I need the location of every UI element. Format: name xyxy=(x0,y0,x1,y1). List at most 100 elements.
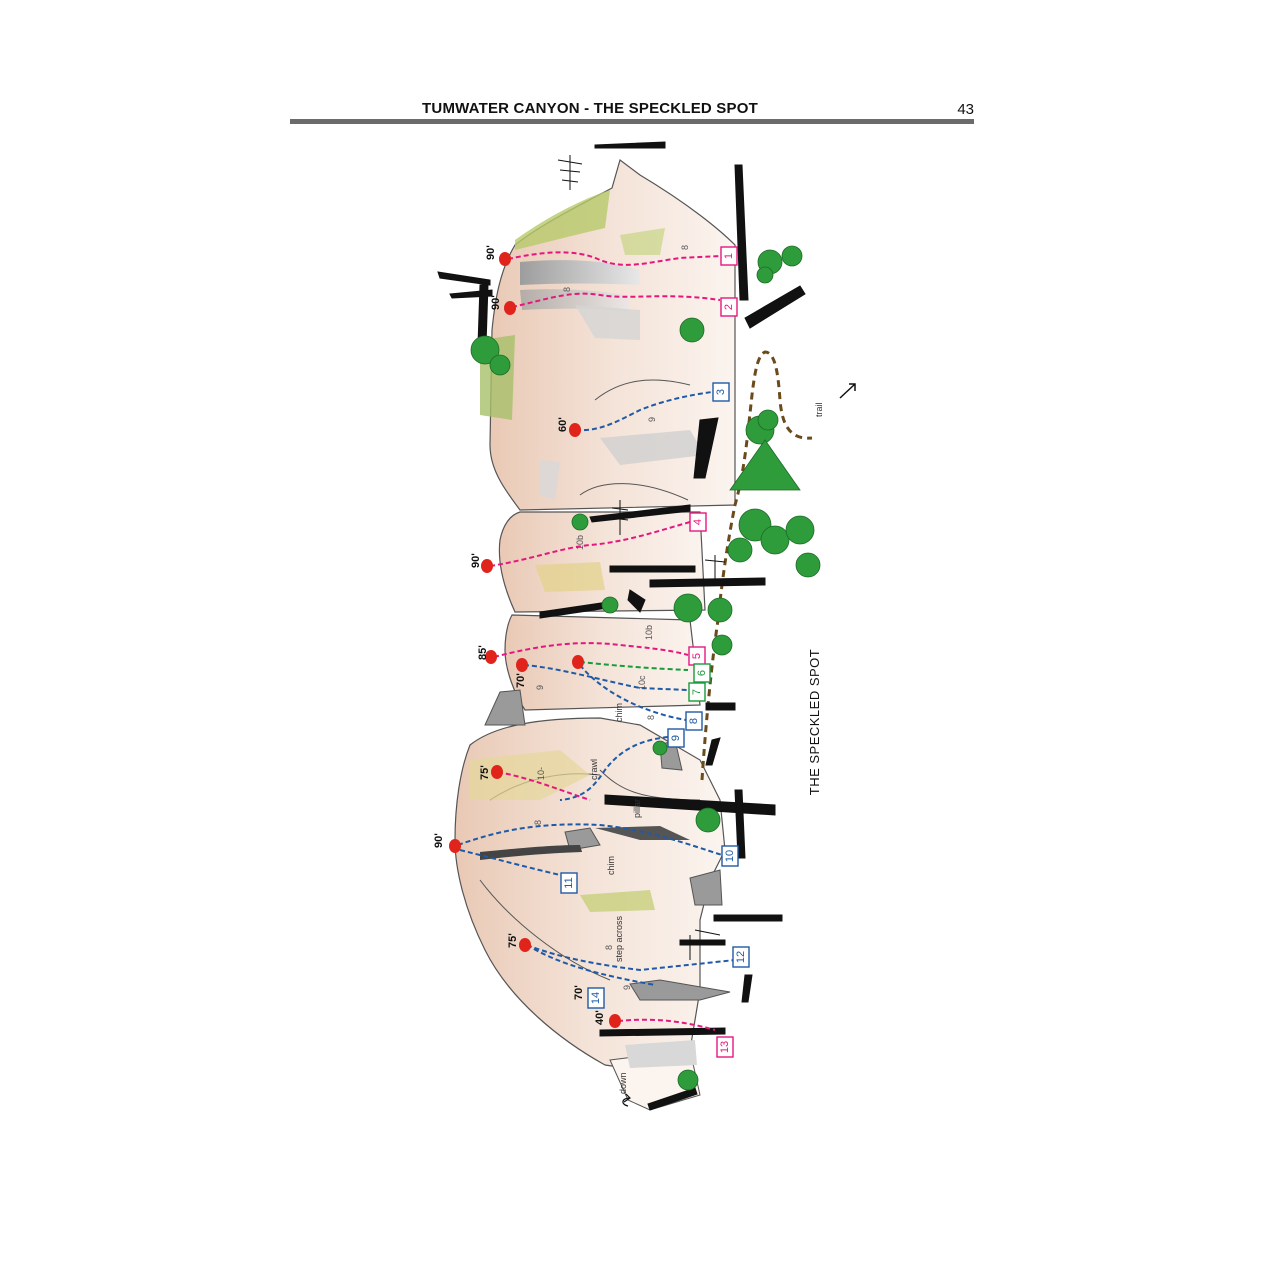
tree-icon xyxy=(677,1069,699,1091)
area-label: THE SPECKLED SPOT xyxy=(807,649,822,795)
tree-icon xyxy=(756,266,774,284)
route-height-13: 40' xyxy=(594,1010,606,1025)
route-badge-7: 7 xyxy=(688,682,706,702)
tree-icon xyxy=(795,552,821,578)
moss-patch xyxy=(620,228,665,255)
dead-tree-icon xyxy=(627,589,646,613)
anchor-icon xyxy=(485,650,497,664)
moss-patch xyxy=(580,890,655,912)
route-line-7 xyxy=(523,664,689,691)
tree-icon xyxy=(601,596,619,614)
route-badge-9: 9 xyxy=(667,728,685,748)
note-crawl: crawl xyxy=(589,759,599,780)
route-badge-13: 13 xyxy=(716,1036,734,1058)
route-badge-4: 4 xyxy=(689,512,707,532)
route-badge-8: 8 xyxy=(685,711,703,731)
tree-icon xyxy=(652,740,668,756)
route-line-12 xyxy=(526,944,736,972)
route-line-upper75 xyxy=(497,771,591,801)
tree-icon xyxy=(679,317,705,343)
anchor-icon xyxy=(516,658,528,672)
svg-text:7: 7 xyxy=(691,689,703,695)
anchor-icon xyxy=(499,252,511,266)
rock-streak xyxy=(520,260,640,285)
tree-icon xyxy=(695,807,721,833)
dead-tree-icon xyxy=(693,417,719,479)
route-line-1 xyxy=(507,251,721,266)
page-title: TUMWATER CANYON - THE SPECKLED SPOT xyxy=(422,100,758,117)
route-grade-12: 8 xyxy=(604,945,614,950)
svg-text:2: 2 xyxy=(723,304,735,310)
dead-tree-icon xyxy=(734,789,746,859)
tree-icon xyxy=(711,634,733,656)
tree-icon xyxy=(785,515,815,545)
route-height-4: 90' xyxy=(470,553,482,568)
route-grade-2: 8 xyxy=(562,287,572,292)
rock-buttress-pillar xyxy=(504,614,701,711)
route-badge-11: 11 xyxy=(560,872,578,894)
route-height-5: 85' xyxy=(477,645,489,660)
route-heights: 90' 90' 60' 90' 85' 70' 75' 90' 75' 70' … xyxy=(433,245,606,1025)
anchor-icon xyxy=(572,655,584,669)
route-line-8 xyxy=(579,664,687,721)
route-badge-6: 6 xyxy=(693,663,711,683)
tree-icon xyxy=(781,245,803,267)
route-line-11 xyxy=(459,849,561,876)
dead-tree-icon xyxy=(647,1087,698,1111)
tree-icon xyxy=(707,597,733,623)
boulder xyxy=(484,689,526,726)
dead-tree-icon xyxy=(599,1027,726,1037)
rock-streak xyxy=(600,430,705,465)
route-grade-1: 8 xyxy=(680,245,690,250)
moss-patch xyxy=(535,562,605,592)
route-grade-10: 8 xyxy=(638,833,648,838)
route-grade-3: 9 xyxy=(647,417,657,422)
dead-tree-icon xyxy=(734,164,749,301)
tree-icon xyxy=(673,593,703,623)
dead-conifer-icon xyxy=(704,555,726,580)
note-step-across: step across xyxy=(614,915,624,962)
note-pillar: pillar xyxy=(632,799,642,818)
dead-tree-icon xyxy=(437,271,491,286)
svg-text:3: 3 xyxy=(715,389,727,395)
roof-crack xyxy=(595,826,690,840)
dead-conifer-icon xyxy=(557,155,583,190)
tree-icon xyxy=(760,525,790,555)
rock-streak xyxy=(575,305,640,340)
rock-streak xyxy=(625,1040,697,1068)
anchor-icon xyxy=(491,765,503,779)
moss-patch xyxy=(515,190,610,250)
anchor-icon xyxy=(569,423,581,437)
crack-line xyxy=(479,879,611,981)
dead-conifer-icon xyxy=(611,500,629,535)
anchor-icon xyxy=(504,301,516,315)
moss-patch xyxy=(470,750,590,800)
svg-text:13: 13 xyxy=(719,1041,731,1053)
route-grades: 8 8 9 10b 10b 10c 9 8 10- 8 8 8 9 xyxy=(533,245,690,990)
svg-text:14: 14 xyxy=(590,992,602,1004)
dead-tree-icon xyxy=(713,914,783,922)
tree-icon xyxy=(757,409,779,431)
down-arrow-icon xyxy=(622,1093,631,1107)
route-number-boxes: 1 2 3 4 5 6 7 8 9 10 11 12 13 14 xyxy=(560,246,750,1058)
route-height-7: 70' xyxy=(515,673,527,688)
anchor-icon xyxy=(481,559,493,573)
svg-text:11: 11 xyxy=(563,877,575,888)
route-badge-14: 14 xyxy=(587,987,605,1009)
route-line-2 xyxy=(511,292,721,308)
svg-text:6: 6 xyxy=(696,670,708,676)
svg-text:4: 4 xyxy=(692,519,704,525)
route-height-11: 90' xyxy=(433,833,445,848)
route-line-5 xyxy=(493,642,689,658)
trail-arrow-icon xyxy=(839,383,856,399)
green-trees xyxy=(470,245,821,1091)
boulder xyxy=(689,869,723,906)
dead-tree-icon xyxy=(679,939,726,946)
route-height-3: 60' xyxy=(557,417,569,432)
route-grade-upper75: 10- xyxy=(536,767,546,780)
anchor-icon xyxy=(609,1014,621,1028)
route-height-1: 90' xyxy=(485,245,497,260)
tree-icon xyxy=(571,513,589,531)
route-lines xyxy=(457,251,736,1031)
svg-text:12: 12 xyxy=(735,951,747,963)
